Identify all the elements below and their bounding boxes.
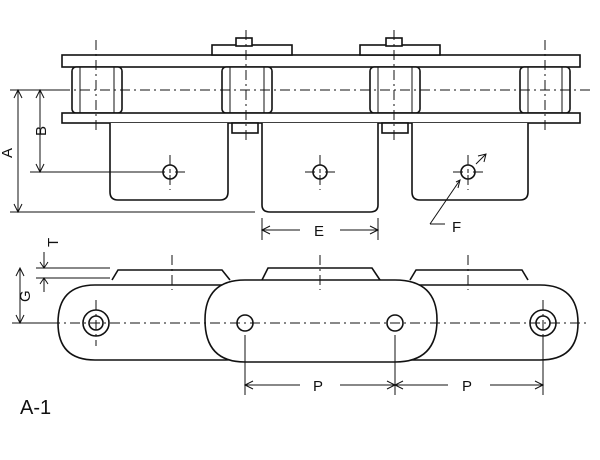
dimension-p: P P [243,335,545,395]
top-link-plate [61,54,581,68]
attachment-bracket-2 [261,123,379,213]
side-view [50,255,590,363]
figure-label: A-1 [20,397,51,419]
dim-e-label: E [314,223,324,240]
top-view [60,30,590,213]
dimension-b: B [30,88,165,174]
dim-t-label: T [45,238,62,247]
side-attachment-2 [261,267,381,281]
attachment-bracket-3 [411,123,529,201]
dimension-f: F [429,153,487,236]
dim-p1-label: P [313,378,323,395]
dimension-a: A [0,88,255,214]
dim-a-label: A [0,148,16,158]
pin-nut-1 [231,122,259,134]
pin-nut-2 [381,122,409,134]
dimension-t: T [36,238,110,292]
dim-g-label: G [17,290,34,302]
side-attachment-3 [409,269,529,281]
dim-f-label: F [452,219,461,236]
dimension-g: G [12,266,56,325]
side-pin-2 [386,314,404,332]
dim-p2-label: P [462,378,472,395]
attachment-bracket-1 [109,123,229,201]
dimension-e: E [260,218,380,240]
pin-head-1 [235,37,253,47]
bottom-link-plate [61,112,581,124]
dim-b-label: B [33,126,50,136]
side-attachment-1 [111,269,231,281]
